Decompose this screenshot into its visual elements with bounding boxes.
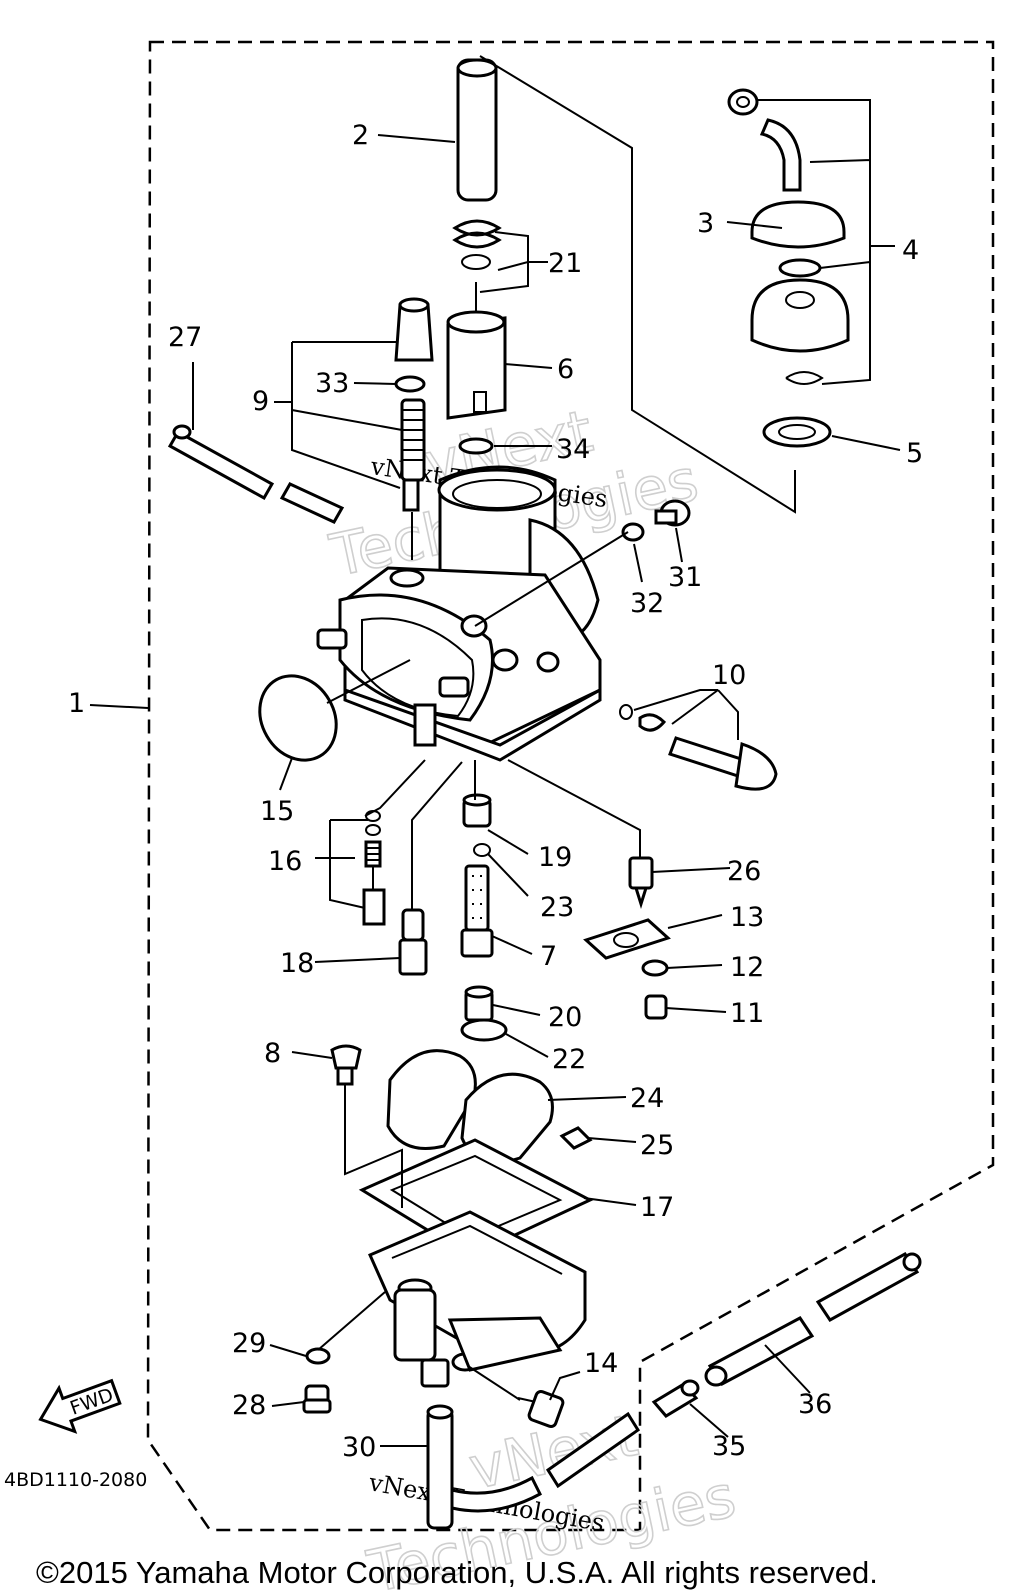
- callout-32: 32: [630, 588, 664, 619]
- diagram-part-code: 4BD1110-2080: [4, 1469, 147, 1491]
- part-31-screw: [654, 499, 691, 527]
- callout-10: 10: [712, 660, 746, 691]
- callout-27: 27: [168, 322, 202, 353]
- leader-lines: [89, 55, 901, 1447]
- part-23-o-ring: [473, 843, 491, 857]
- callout-labels: 2 21 3 4 5 6 34 33 9 27 31 32 10 1 15 16…: [68, 120, 923, 1463]
- callout-26: 26: [727, 856, 761, 887]
- carburetor-body: [316, 465, 602, 762]
- callout-21: 21: [548, 248, 582, 279]
- part-34-washer: [458, 437, 494, 455]
- callout-31: 31: [668, 562, 702, 593]
- assembly-boundary: [146, 40, 995, 1532]
- part-21-spring-clip: [452, 219, 502, 318]
- part-7-main-nozzle: [460, 864, 494, 958]
- callout-36: 36: [798, 1389, 832, 1420]
- part-36-vent-hose: [545, 1252, 922, 1489]
- part-22-washer: [460, 1018, 508, 1042]
- callout-18: 18: [280, 948, 314, 979]
- callout-11: 11: [730, 998, 764, 1029]
- callout-9: 9: [252, 386, 269, 417]
- part-6-throttle-valve: [446, 310, 507, 420]
- callout-7: 7: [540, 941, 557, 972]
- callout-34: 34: [556, 434, 590, 465]
- callout-19: 19: [538, 842, 572, 873]
- part-35-hose-fitting: [651, 1379, 700, 1418]
- part-27-hose: [167, 424, 345, 524]
- copyright-notice: ©2015 Yamaha Motor Corporation, U.S.A. A…: [36, 1555, 878, 1590]
- callout-24: 24: [630, 1083, 664, 1114]
- part-11-screw: [644, 994, 668, 1020]
- part-10-throttle-stop-screw: [619, 704, 778, 791]
- part-30-drain-hose: [426, 1404, 542, 1530]
- part-32-washer: [621, 522, 645, 542]
- fwd-arrow-icon: FWD: [38, 1378, 122, 1434]
- callout-17: 17: [640, 1192, 674, 1223]
- part-16-needle-jet: [362, 810, 386, 926]
- part-20-main-jet: [464, 985, 494, 1022]
- callout-30: 30: [342, 1432, 376, 1463]
- part-29-o-ring: [305, 1347, 331, 1365]
- callout-13: 13: [730, 902, 764, 933]
- part-15-o-ring: [258, 674, 338, 762]
- part-28-plug: [302, 1384, 332, 1414]
- callout-15: 15: [260, 796, 294, 827]
- callout-1: 1: [68, 688, 85, 719]
- callout-28: 28: [232, 1390, 266, 1421]
- float-chamber: [368, 1210, 587, 1388]
- part-13-gasket: [583, 918, 671, 960]
- callout-23: 23: [540, 892, 574, 923]
- part-33-o-ring: [394, 375, 426, 393]
- callout-3: 3: [697, 208, 714, 239]
- part-8-drain-screw: [330, 1044, 362, 1086]
- callout-2: 2: [352, 120, 369, 151]
- callout-4: 4: [902, 235, 919, 266]
- part-26-starter-plunger: [628, 856, 654, 910]
- part-25-pin: [559, 1126, 593, 1150]
- part-2-top-cover-tube: [456, 58, 498, 202]
- callout-8: 8: [264, 1038, 281, 1069]
- part-19-needle-jet-holder: [462, 793, 492, 828]
- part-5-gasket: [762, 416, 832, 448]
- callout-16: 16: [268, 846, 302, 877]
- callout-29: 29: [232, 1328, 266, 1359]
- part-12-washer: [641, 959, 669, 977]
- callout-6: 6: [557, 354, 574, 385]
- callout-14: 14: [584, 1348, 618, 1379]
- callout-25: 25: [640, 1130, 674, 1161]
- callout-12: 12: [730, 952, 764, 983]
- callout-5: 5: [906, 438, 923, 469]
- part-24-float: [386, 1049, 554, 1164]
- part-14-screw: [517, 1390, 565, 1428]
- part-18-jet-holder: [398, 908, 428, 976]
- callout-20: 20: [548, 1002, 582, 1033]
- callout-33: 33: [315, 368, 349, 399]
- callout-35: 35: [712, 1431, 746, 1462]
- part-4-cap-assembly: [727, 88, 850, 385]
- callout-22: 22: [552, 1044, 586, 1075]
